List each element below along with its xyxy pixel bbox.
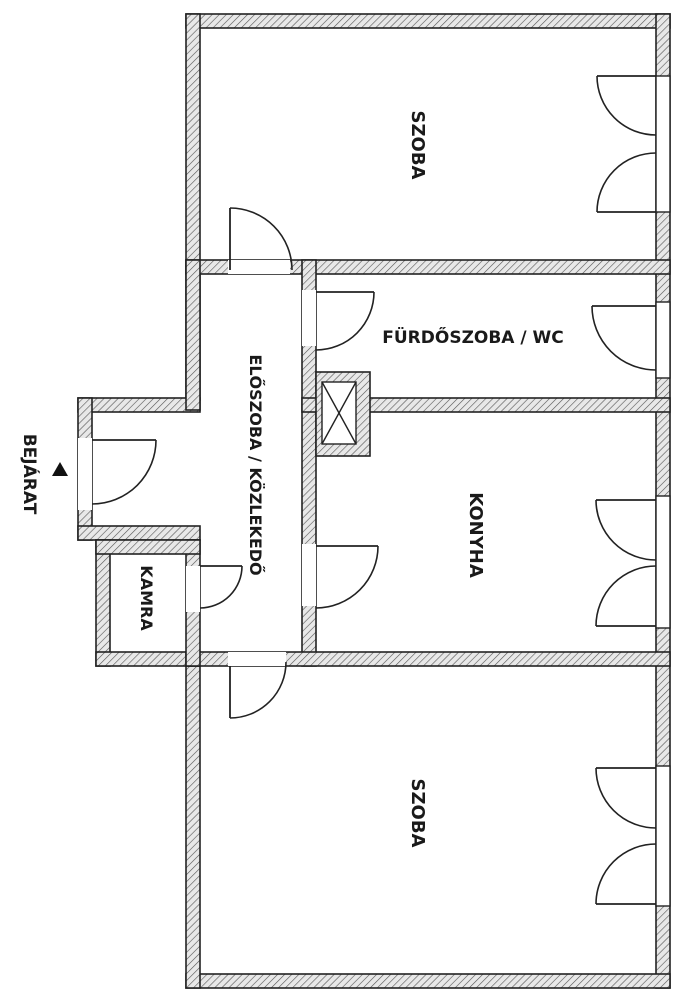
entrance-arrow-icon — [52, 462, 68, 476]
room-label-kamra: KAMRA — [137, 565, 156, 631]
room-label-szoba-top: SZOBA — [407, 111, 428, 180]
kitchen-window-swing — [595, 499, 657, 627]
kitchen-door[interactable] — [302, 544, 379, 609]
room-label-konyha: KONYHA — [465, 492, 486, 578]
bottom-room-window-swing — [595, 767, 657, 905]
top-room-door[interactable] — [228, 207, 293, 274]
bottom-room-door[interactable] — [228, 652, 287, 719]
bath-door[interactable] — [302, 290, 375, 351]
outer-walls — [77, 13, 671, 989]
entrance-door[interactable] — [78, 438, 157, 510]
room-label-furdoszoba: FÜRDŐSZOBA / WC — [382, 326, 563, 348]
top-room-window-swing — [596, 75, 657, 213]
bath-window-swing — [591, 305, 657, 371]
room-label-szoba-bottom: SZOBA — [407, 779, 428, 848]
entrance-label: BEJÁRAT — [19, 434, 41, 515]
kamra-door[interactable] — [186, 565, 243, 612]
interior-walls — [95, 259, 671, 667]
room-label-eloszoba: ELŐSZOBA / KÖZLEKEDŐ — [246, 354, 266, 575]
windows — [655, 75, 671, 907]
